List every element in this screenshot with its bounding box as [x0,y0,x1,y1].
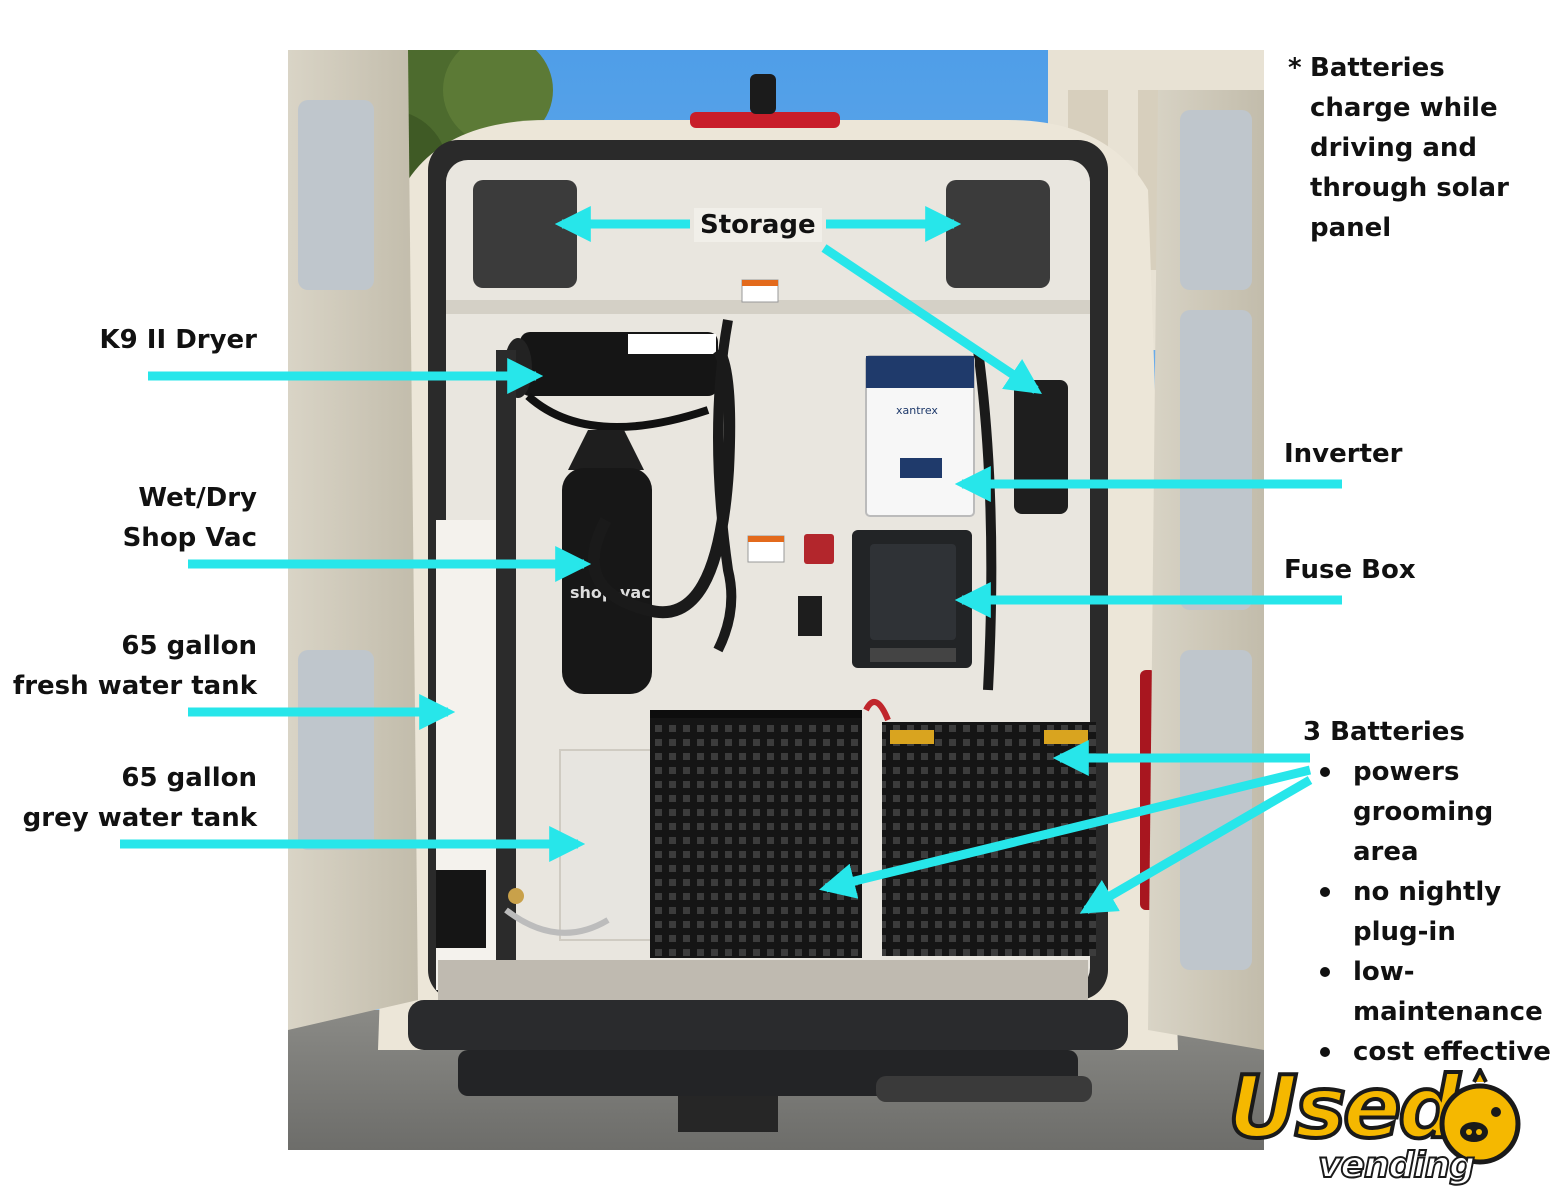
battery-switch [804,534,834,564]
logo-sub-text: vending [1317,1145,1476,1187]
note-asterisk: * [1288,53,1302,83]
battery-features-list: powers grooming area no nightly plug-in … [1318,752,1553,1072]
van-rear-photo: shop-vac xantrex [288,50,1264,1150]
storage-label: Storage [694,208,822,242]
fresh-water-label: 65 gallon fresh water tank [12,631,257,701]
shopvac-label: Wet/Dry Shop Vac [122,483,257,553]
grey-water-label: 65 gallon grey water tank [22,763,257,833]
pig-icon [1439,1068,1521,1165]
shop-vac: shop-vac [562,346,736,694]
hitch [678,1096,778,1132]
dryer-label: K9 II Dryer [99,325,258,355]
xantrex-inverter: xantrex [865,355,975,517]
used-vending-logo: Used vending [1222,1058,1538,1190]
bumper [408,1000,1128,1050]
rear-step [876,1076,1092,1102]
batteries-heading: 3 Batteries [1303,717,1465,747]
storage-right [946,180,1050,288]
logo-main-text: Used [1226,1058,1462,1158]
inverter-label: Inverter [1284,439,1403,469]
inverter-brand-text: xantrex [896,404,938,417]
battery-cage-right [882,722,1096,956]
list-item: low- maintenance [1318,952,1553,1032]
storage-vent [1014,380,1068,514]
list-item: cost effective [1318,1032,1553,1072]
fuse-box [852,530,972,668]
list-item: powers grooming area [1318,752,1553,872]
fuse-box-label: Fuse Box [1284,555,1416,585]
battery-cage-left [650,710,862,958]
storage-left [473,180,577,288]
charging-note: * Batteries charge while driving and thr… [1288,48,1540,248]
list-item: no nightly plug-in [1318,872,1553,952]
camera [750,74,776,114]
brake-light [690,112,840,128]
grey-water-tank [559,749,657,941]
